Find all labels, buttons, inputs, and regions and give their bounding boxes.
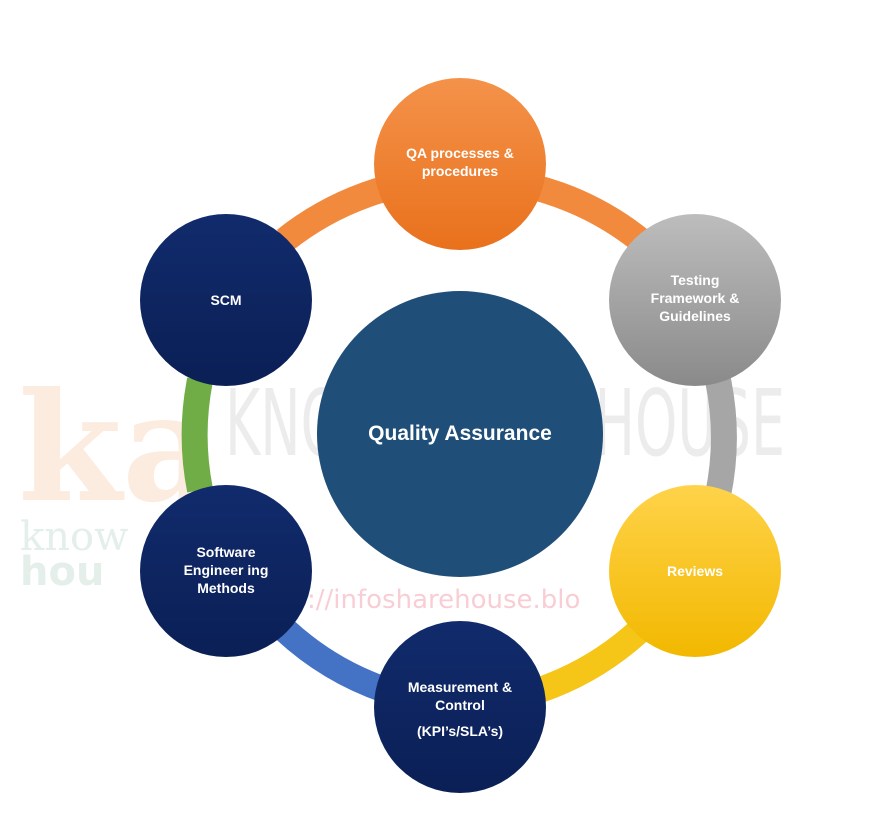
node-label-testing-framework: Testing Framework & Guidelines xyxy=(650,272,740,324)
node-label-qa-processes: QA processes & procedures xyxy=(406,145,514,179)
node-circle-testing-framework xyxy=(609,214,781,386)
node-label-reviews: Reviews xyxy=(666,563,724,579)
watermark-small-2: hou xyxy=(20,549,104,595)
center-label-text: Quality Assurance xyxy=(368,422,552,445)
node-circle-reviews xyxy=(609,485,781,657)
center-label: Quality Assurance xyxy=(317,404,603,464)
center-circle xyxy=(317,291,603,577)
node-label-software-engineering-methods: Software Engineer ing Methods xyxy=(183,544,269,596)
watermark-small-1: know xyxy=(20,514,128,560)
watermark-url: ://infosharehouse.blo xyxy=(307,585,580,615)
node-circle-software-engineering-methods xyxy=(140,485,312,657)
node-circle-scm xyxy=(140,214,312,386)
node-label-scm: SCM xyxy=(210,292,242,308)
ring-arc-yellow xyxy=(535,620,649,703)
node-label-measurement-control: Measurement & Control (KPI’s/SLA’s) xyxy=(407,679,513,739)
ring-arc-blue xyxy=(276,620,390,703)
node-circle-measurement-control xyxy=(374,621,546,793)
node-circle-qa-processes xyxy=(374,78,546,250)
ring-arc-gray xyxy=(705,377,737,498)
ring-arc-green xyxy=(181,377,213,493)
svg-text:://infosharehouse.blo: ://infosharehouse.blo xyxy=(307,585,580,615)
